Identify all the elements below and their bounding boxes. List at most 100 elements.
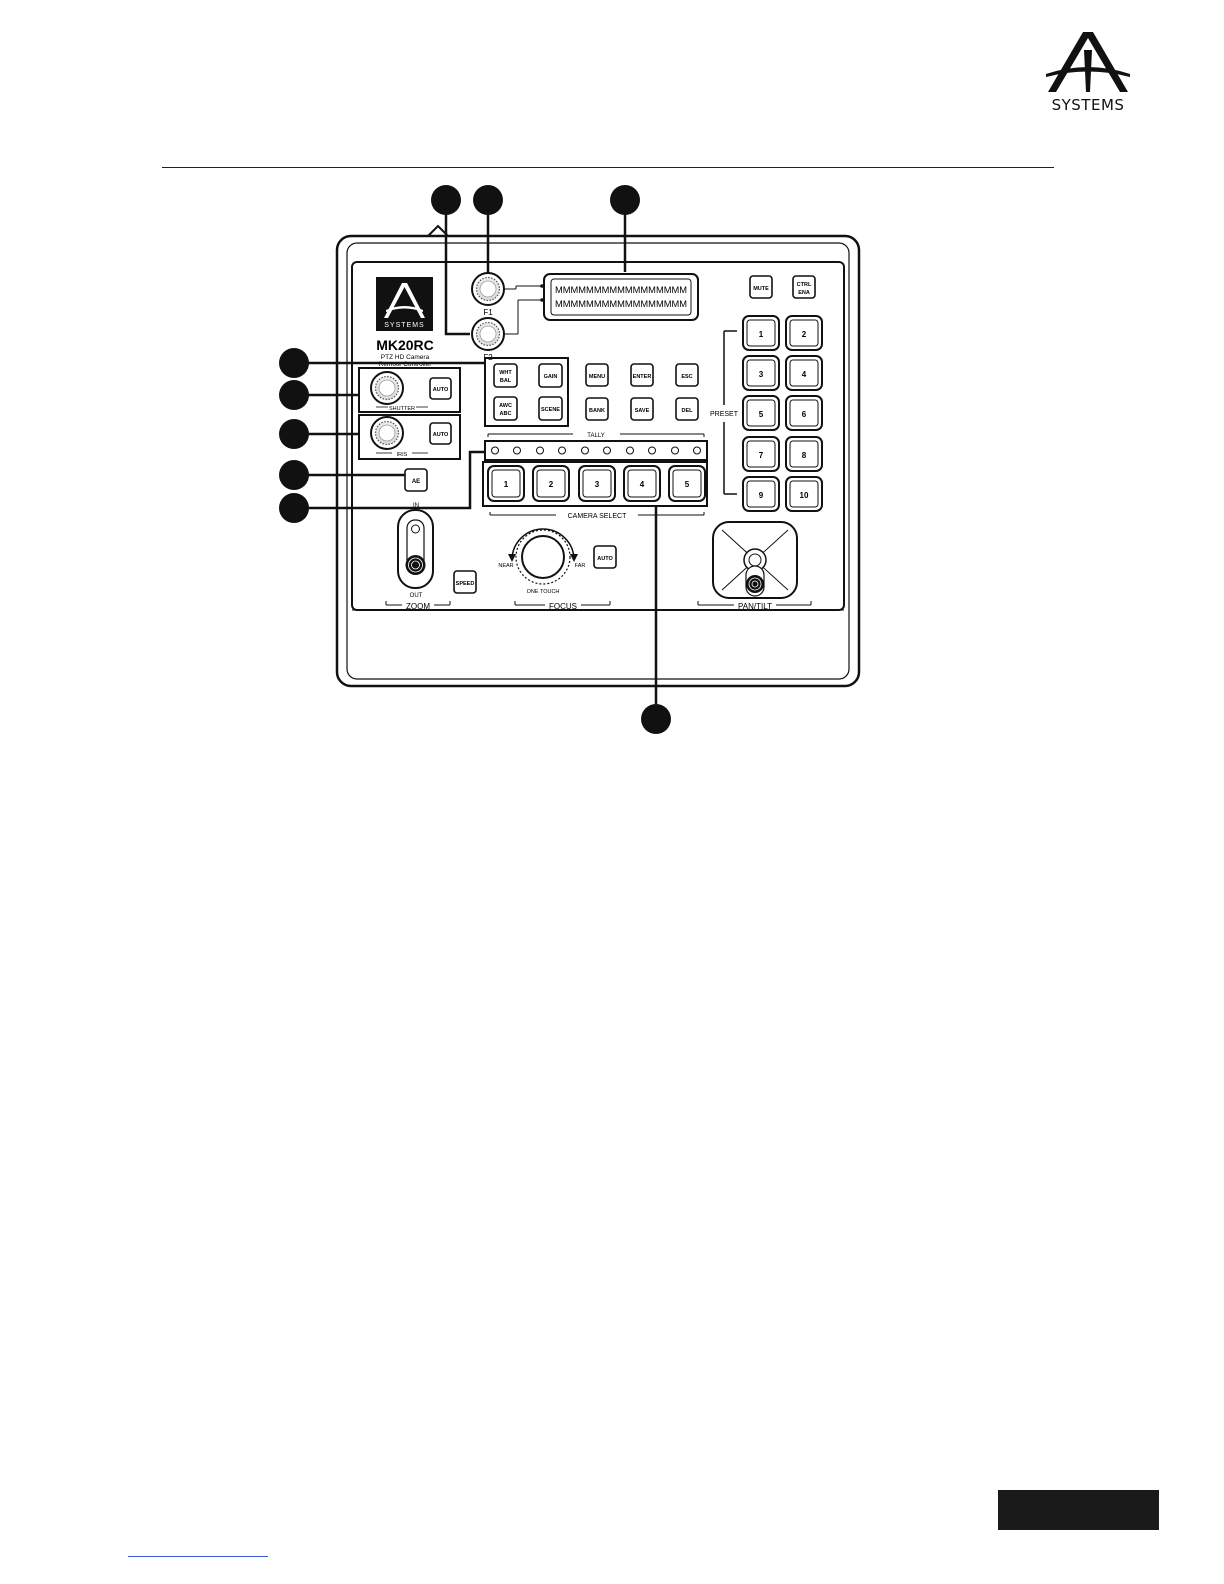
svg-text:1: 1 [504,480,509,489]
svg-text:DEL: DEL [682,408,694,414]
svg-text:AE: AE [412,479,420,485]
callout-marker-top-3 [610,185,640,215]
page-footer-block [998,1490,1159,1530]
zoom-in-label: IN [413,503,419,509]
white-balance-group-frame [484,357,569,427]
callout-marker-bottom [641,704,671,734]
iris-knob[interactable] [370,416,404,450]
svg-text:AUTO: AUTO [433,432,449,438]
mute-button[interactable]: MUTE [749,275,773,299]
focus-near-label: NEAR [498,563,513,569]
preset-button-7[interactable]: 7 [742,436,780,472]
preset-button-9[interactable]: 9 [742,476,780,512]
tally-led-3 [536,446,544,455]
svg-text:SPEED: SPEED [456,581,475,587]
preset-button-4[interactable]: 4 [785,355,823,391]
speed-button[interactable]: SPEED [453,570,477,594]
svg-text:7: 7 [759,451,764,460]
svg-text:ENA: ENA [798,290,810,296]
save-button[interactable]: SAVE [630,397,654,421]
zoom-label: ZOOM [406,602,430,611]
camera-select-frame [482,461,708,507]
camera-select-button-2[interactable]: 2 [532,465,570,502]
pan-tilt-label: PAN/TILT [738,602,772,611]
preset-button-3[interactable]: 3 [742,355,780,391]
zoom-rocker[interactable] [397,509,434,589]
del-button[interactable]: DEL [675,397,699,421]
preset-button-5[interactable]: 5 [742,395,780,431]
preset-label: PRESET [710,411,739,418]
preset-button-8[interactable]: 8 [785,436,823,472]
tally-frame [484,440,708,461]
svg-text:3: 3 [759,370,764,379]
scene-button[interactable]: SCENE [538,396,563,421]
iris-group-frame [358,414,461,460]
menu-button[interactable]: MENU [585,363,609,387]
header-rule [162,167,1054,168]
preset-button-6[interactable]: 6 [785,395,823,431]
svg-text:1: 1 [759,330,764,339]
iris-auto-button[interactable]: AUTO [429,422,452,445]
model-subtitle-2: Remote Controller [379,361,433,368]
tally-led-8 [648,446,656,455]
svg-text:ESC: ESC [681,374,692,380]
svg-text:5: 5 [759,410,764,419]
camera-select-button-1[interactable]: 1 [487,465,525,502]
svg-text:10: 10 [800,491,809,500]
svg-text:CTRL: CTRL [797,282,812,288]
f2-knob[interactable] [471,317,505,351]
brand-logo-icon [1046,32,1130,92]
preset-button-2[interactable]: 2 [785,315,823,351]
svg-text:SAVE: SAVE [635,408,650,414]
callout-marker-left-5 [279,493,309,523]
shutter-knob[interactable] [370,371,404,405]
callout-marker-left-4 [279,460,309,490]
tally-led-4 [558,446,566,455]
svg-text:AWC: AWC [499,403,512,409]
svg-text:3: 3 [595,480,600,489]
shutter-auto-button[interactable]: AUTO [429,377,452,400]
svg-text:GAIN: GAIN [544,374,558,380]
preset-button-1[interactable]: 1 [742,315,780,351]
tally-led-5 [581,446,589,455]
camera-select-button-3[interactable]: 3 [578,465,616,502]
enter-button[interactable]: ENTER [630,363,654,387]
focus-dial[interactable] [508,528,578,585]
model-subtitle-1: PTZ HD Camera [381,354,430,361]
tally-led-7 [626,446,634,455]
svg-text:6: 6 [802,410,807,419]
preset-button-10[interactable]: 10 [785,476,823,512]
camera-select-button-5[interactable]: 5 [668,465,706,502]
callout-marker-top-1 [431,185,461,215]
gain-button[interactable]: GAIN [538,363,563,388]
svg-text:ENTER: ENTER [633,374,652,380]
ae-button[interactable]: AE [404,468,428,492]
zoom-out-label: OUT [410,593,423,599]
svg-text:BAL: BAL [500,378,512,384]
f1-knob[interactable] [471,272,505,306]
callout-leaders [306,212,658,704]
esc-button[interactable]: ESC [675,363,699,387]
pan-tilt-joystick[interactable] [712,521,798,599]
tally-leds [491,446,701,455]
tally-led-1 [491,446,499,455]
focus-auto-button[interactable]: AUTO [593,545,617,569]
svg-text:BANK: BANK [589,408,605,414]
svg-text:2: 2 [802,330,807,339]
camera-select-label: CAMERA SELECT [568,513,627,520]
svg-text:SCENE: SCENE [541,407,560,413]
camera-select-button-4[interactable]: 4 [623,465,661,502]
ctrl-ena-button[interactable]: CTRL ENA [792,275,816,299]
callout-marker-left-2 [279,380,309,410]
preset-buttons: 1 2 3 4 5 6 7 8 9 10 [742,315,823,512]
footer-link-underline [128,1556,268,1557]
controller-diagram: SYSTEMS MK20RC PTZ HD Camera Remote Cont… [279,185,861,734]
svg-text:5: 5 [685,480,690,489]
focus-label: FOCUS [549,602,577,611]
lcd-row-1: MMMMMMMMMMMMMMMMM [555,285,687,295]
f1-label: F1 [483,308,493,317]
focus-far-label: FAR [575,563,586,569]
bank-button[interactable]: BANK [585,397,609,421]
